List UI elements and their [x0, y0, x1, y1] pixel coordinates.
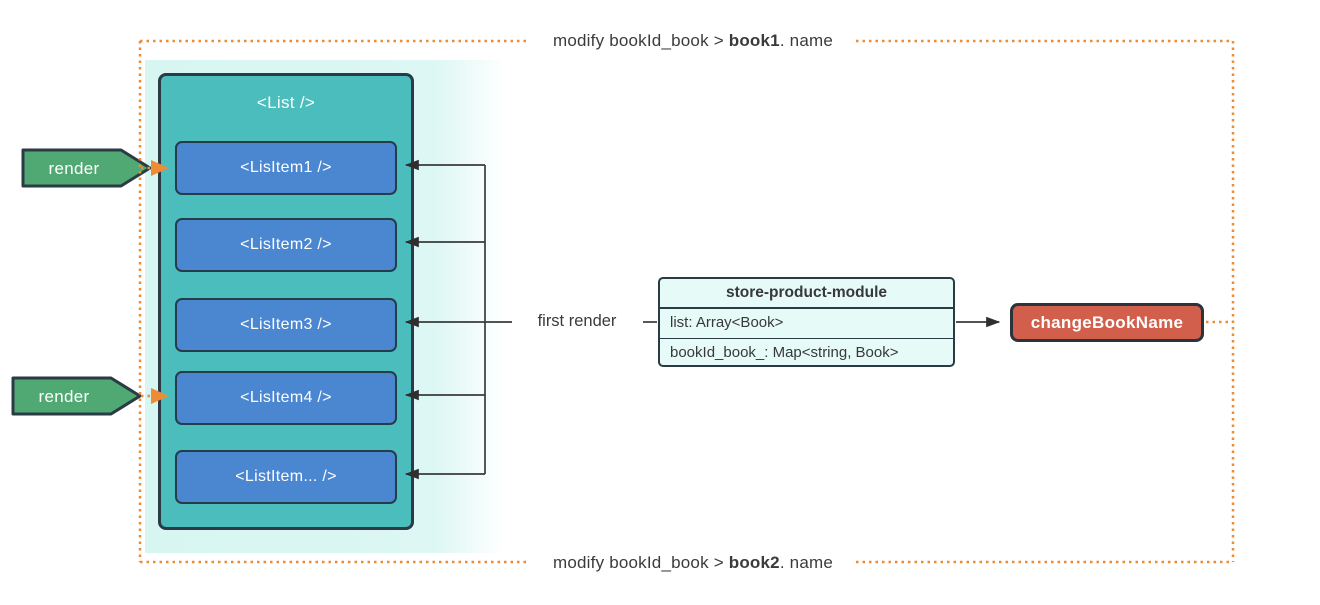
change-book-name-label: changeBookName	[1030, 312, 1184, 332]
list-item-4: <LisItem4 />	[175, 371, 397, 425]
list-item-1: <LisItem1 />	[175, 141, 397, 195]
render-badge-label: render	[49, 159, 100, 178]
modify-note-top-prefix: modify bookId_book >	[553, 31, 729, 50]
list-item-2: <LisItem2 />	[175, 218, 397, 272]
render-badge-2: render	[11, 376, 142, 416]
modify-note-bottom-suffix: . name	[779, 553, 833, 572]
render-badge-shape	[21, 148, 152, 188]
list-item-ellipsis: <ListItem... />	[175, 450, 397, 504]
list-component-title: <List />	[256, 93, 316, 112]
store-module-table: store-product-module list: Array<Book> b…	[658, 277, 955, 367]
store-module-title: store-product-module	[660, 279, 953, 309]
modify-note-top: modify bookId_book > book1. name	[530, 31, 856, 51]
modify-note-bottom-prefix: modify bookId_book >	[553, 553, 729, 572]
store-module-row-map: bookId_book_: Map<string, Book>	[660, 338, 953, 365]
render-badge-1: render	[21, 148, 152, 188]
list-component-box: <List /> <LisItem1 /> <LisItem2 /> <LisI…	[158, 73, 414, 530]
modify-note-bottom: modify bookId_book > book2. name	[530, 553, 856, 573]
first-render-label: first render	[512, 312, 642, 331]
modify-note-top-bold: book1	[728, 31, 780, 50]
render-badge-shape	[11, 376, 142, 416]
render-badge-label: render	[39, 387, 90, 406]
change-book-name-box: changeBookName	[1010, 303, 1204, 342]
list-item-3: <LisItem3 />	[175, 298, 397, 352]
modify-note-top-suffix: . name	[779, 31, 833, 50]
store-module-row-list: list: Array<Book>	[670, 314, 784, 331]
modify-note-bottom-bold: book2	[728, 553, 780, 572]
